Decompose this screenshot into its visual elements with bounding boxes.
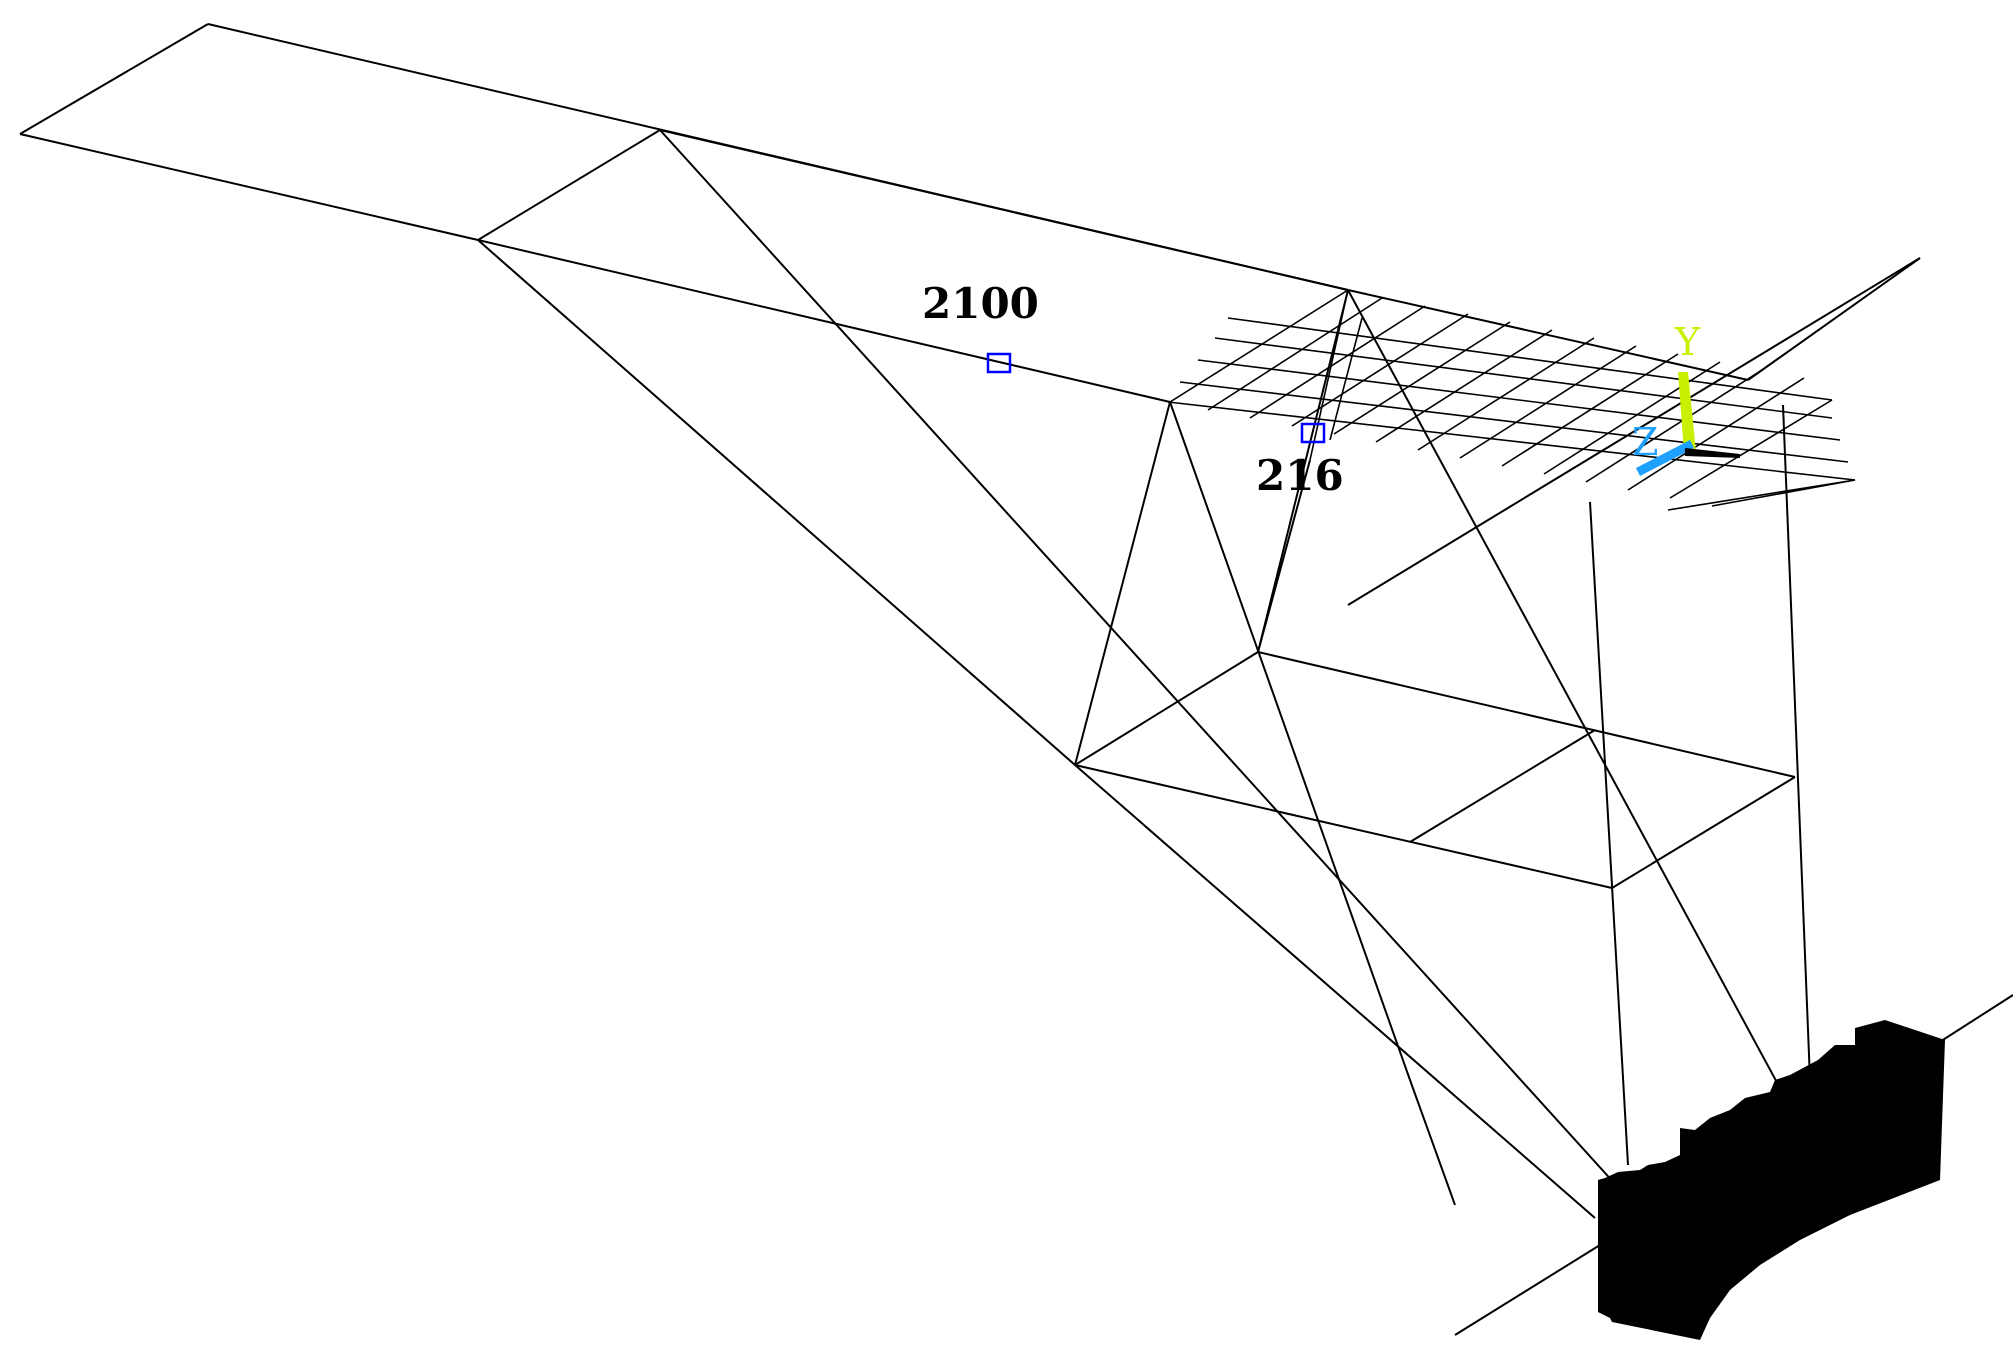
triad-x-arrow xyxy=(1685,448,1740,458)
support-block-shape xyxy=(1598,1020,1945,1340)
node-2100-marker[interactable] xyxy=(986,352,1012,374)
triad-y-arrow xyxy=(1678,372,1696,452)
triad-z-arrow xyxy=(1636,440,1694,476)
node-2100-label: 2100 xyxy=(922,279,1039,328)
frame-edges xyxy=(19,23,2013,1336)
node-216-marker[interactable] xyxy=(1300,422,1326,444)
coordinate-triad: Y Z xyxy=(1632,320,1740,476)
support-block xyxy=(1598,1020,1945,1340)
triad-z-label: Z xyxy=(1632,420,1658,464)
node-216-label: 216 xyxy=(1256,451,1344,500)
node-markers xyxy=(986,352,1326,444)
deck-mesh xyxy=(1167,289,1856,511)
triad-y-label: Y xyxy=(1674,320,1701,364)
